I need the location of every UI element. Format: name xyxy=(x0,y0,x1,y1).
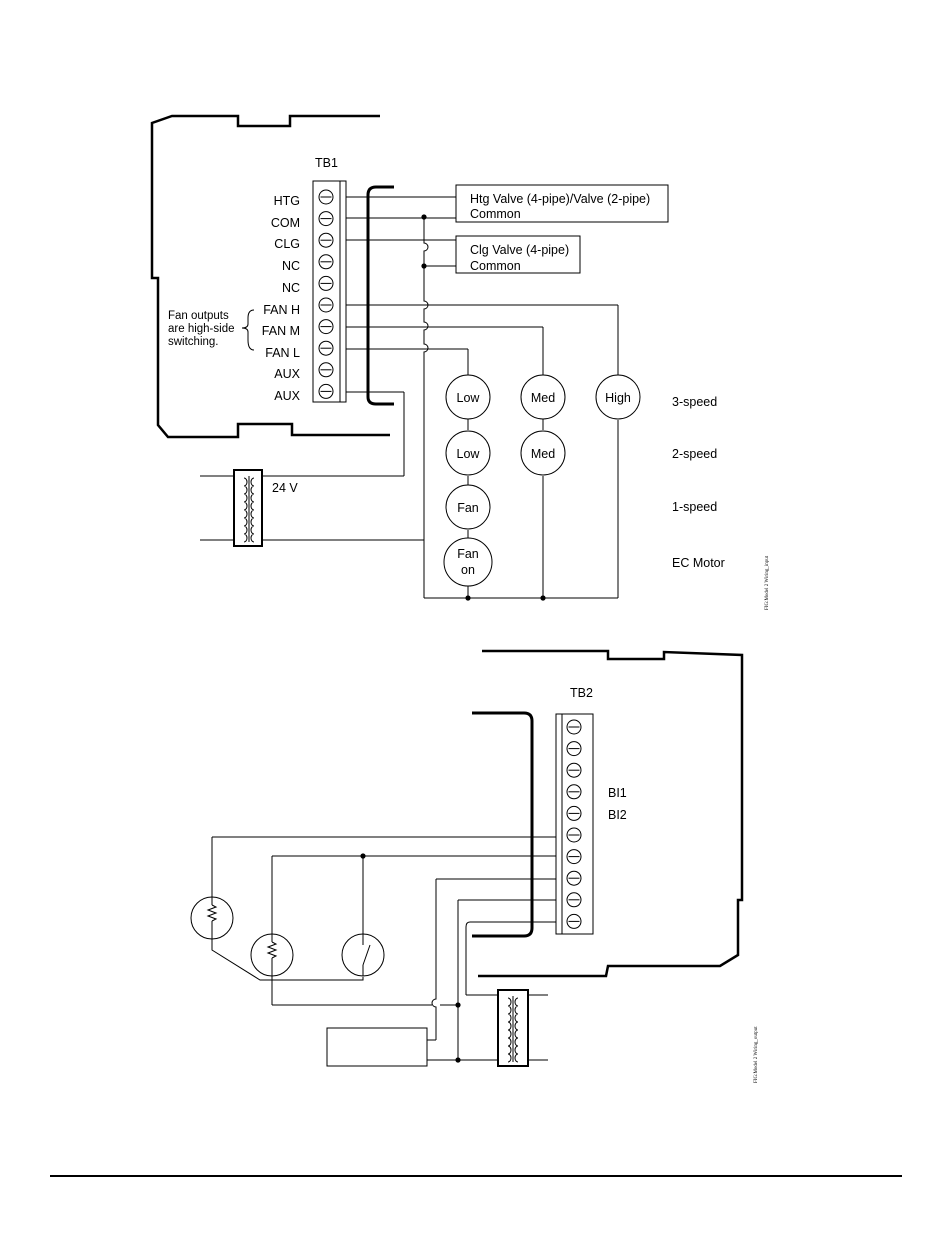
top-figure-tag: FIG:Model 2 Wiring_input xyxy=(765,555,770,610)
transformer-output xyxy=(498,990,528,1066)
transformer-24v-label: 24 V xyxy=(272,481,298,495)
junction-dot xyxy=(540,595,545,600)
bi2-label: BI2 xyxy=(608,808,627,822)
speed-label-ec-motor: EC Motor xyxy=(672,556,725,570)
motor-ec-label-line-2: on xyxy=(461,563,475,577)
tb1-controller-frame xyxy=(152,116,390,437)
tb2-label: TB2 xyxy=(570,686,593,700)
tb1-wire-bracket xyxy=(368,187,394,404)
terminal-label-fan-h: FAN H xyxy=(263,303,300,317)
motor-2speed-med-label: Med xyxy=(531,447,555,461)
terminal-label-aux-1: AUX xyxy=(274,367,300,381)
fan-note-brace xyxy=(242,310,254,350)
speed-label-2-speed: 2-speed xyxy=(672,447,717,461)
speed-label-3-speed: 3-speed xyxy=(672,395,717,409)
motor-1speed-fan-label: Fan xyxy=(457,501,479,515)
junction-dot xyxy=(360,853,365,858)
clg-valve-label: Clg Valve (4-pipe) xyxy=(470,243,569,257)
motor-ec-circle xyxy=(444,538,492,586)
htg-valve-label: Htg Valve (4-pipe)/Valve (2-pipe) xyxy=(470,192,650,206)
top-wiring-diagram: TB1 HTG COM CLG NC NC FAN H FAN M FAN L … xyxy=(152,116,770,610)
motor-ec-label-line-1: Fan xyxy=(457,547,479,561)
clg-valve-common-label: Common xyxy=(470,259,521,273)
tb1-terminal-labels: HTG COM CLG NC NC FAN H FAN M FAN L AUX … xyxy=(262,194,301,403)
motor-3speed-med-label: Med xyxy=(531,391,555,405)
bi1-label: BI1 xyxy=(608,786,627,800)
motor-2speed-low-label: Low xyxy=(457,447,481,461)
fan-outputs-note: Fan outputs are high-side switching. xyxy=(168,310,254,350)
terminal-label-fan-m: FAN M xyxy=(262,324,300,338)
junction-dot xyxy=(455,1002,460,1007)
terminal-label-aux-2: AUX xyxy=(274,389,300,403)
motor-3speed-high-label: High xyxy=(605,391,631,405)
fan-note-line-1: Fan outputs xyxy=(168,310,229,322)
clg-valve-box: Clg Valve (4-pipe) Common xyxy=(456,236,580,273)
terminal-label-fan-l: FAN L xyxy=(265,346,300,360)
terminal-label-htg: HTG xyxy=(274,194,300,208)
speed-label-1-speed: 1-speed xyxy=(672,500,717,514)
switch-contact xyxy=(342,876,384,976)
tb2-wire-bracket xyxy=(472,713,532,936)
bottom-figure-tag: FIG:Model 2 Wiring_output xyxy=(754,1026,759,1083)
junction-dot xyxy=(465,595,470,600)
terminal-label-com: COM xyxy=(271,216,300,230)
htg-valve-common-label: Common xyxy=(470,207,521,221)
fan-note-line-2: are high-side xyxy=(168,323,234,335)
junction-dot xyxy=(421,214,426,219)
thermistor-sensor-2 xyxy=(251,876,293,976)
htg-valve-box: Htg Valve (4-pipe)/Valve (2-pipe) Common xyxy=(456,185,668,222)
terminal-label-clg: CLG xyxy=(274,237,300,251)
thermistor-sensor-1 xyxy=(191,897,233,939)
bottom-wiring-diagram: TB2 BI1 BI2 xyxy=(191,651,759,1083)
fan-note-line-3: switching. xyxy=(168,336,219,348)
junction-dot xyxy=(455,1057,460,1062)
motor-3speed-low-label: Low xyxy=(457,391,481,405)
junction-dot xyxy=(421,263,426,268)
terminal-label-nc-1: NC xyxy=(282,259,300,273)
tb1-label: TB1 xyxy=(315,156,338,170)
output-load-box xyxy=(327,1028,427,1066)
terminal-label-nc-2: NC xyxy=(282,281,300,295)
motor-circles: Low Med High Low Med Fan Fan on xyxy=(444,375,640,586)
transformer-24v: 24 V xyxy=(234,470,298,546)
